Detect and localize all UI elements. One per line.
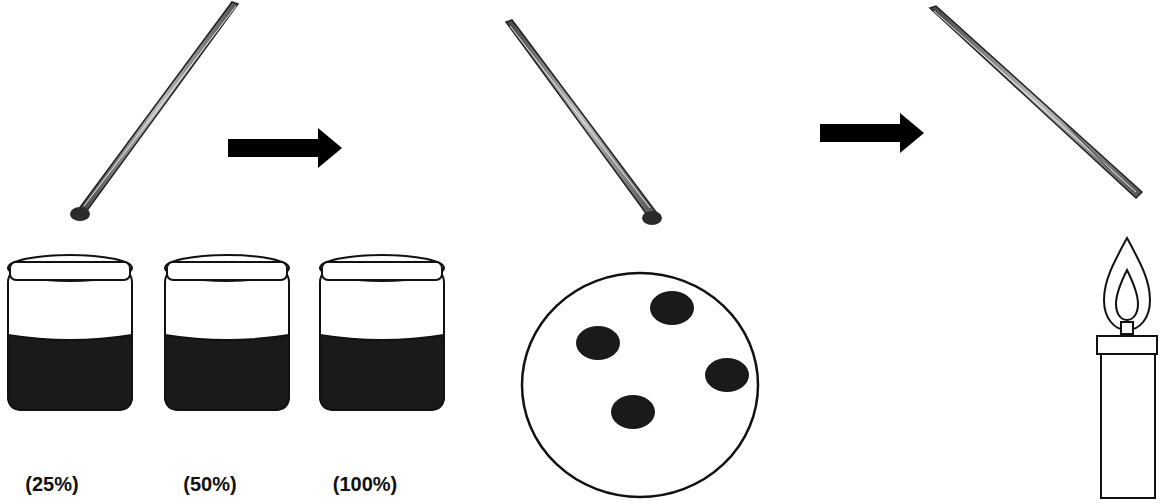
concentration-label: (50%) [183, 473, 236, 496]
concentration-label: (25%) [25, 473, 78, 496]
forceps [506, 20, 662, 225]
forceps [70, 2, 238, 221]
petri-dish [522, 273, 758, 497]
alcohol-lamp [1097, 238, 1157, 498]
arrow [820, 113, 924, 153]
jars [8, 255, 444, 410]
forceps [930, 6, 1142, 198]
arrow [228, 128, 342, 168]
concentration-label: (100%) [333, 473, 397, 496]
